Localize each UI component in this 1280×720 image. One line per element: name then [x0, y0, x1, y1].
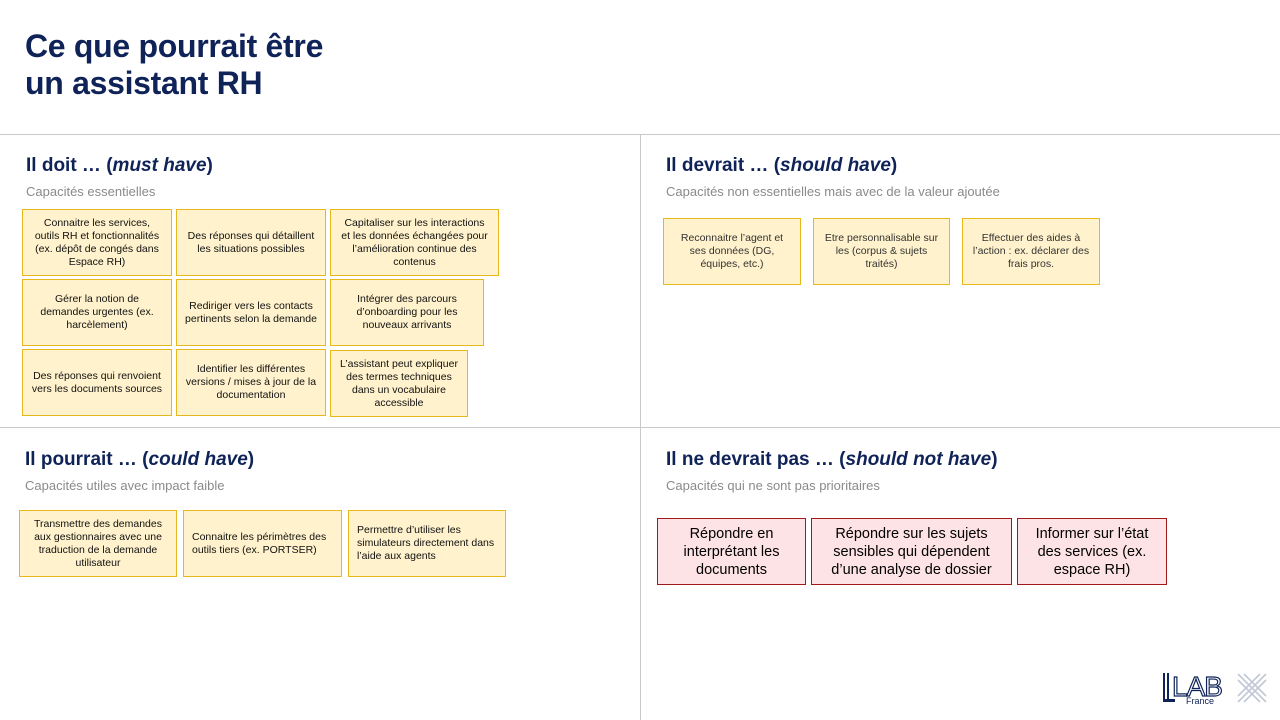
sticky-note: Rediriger vers les contacts pertinents s… — [176, 279, 326, 346]
sticky-note: L’assistant peut expliquer des termes te… — [330, 350, 468, 417]
excluded-capability-card: Répondre en interprétant les documents — [657, 518, 806, 585]
sticky-note: Permettre d’utiliser les simulateurs dir… — [348, 510, 506, 577]
sticky-note: Capitaliser sur les interactions et les … — [330, 209, 499, 276]
sticky-note: Connaitre les services, outils RH et fon… — [22, 209, 172, 276]
sticky-note: Intégrer des parcours d’onboarding pour … — [330, 279, 484, 346]
sticky-note: Effectuer des aides à l’action : ex. déc… — [962, 218, 1100, 285]
divider-vertical — [640, 134, 641, 720]
should-not-have-heading: Il ne devrait pas … (should not have) — [666, 449, 998, 470]
sticky-note: Etre personnalisable sur les (corpus & s… — [813, 218, 950, 285]
could-have-heading: Il pourrait … (could have) — [25, 449, 255, 470]
sticky-note: Identifier les différentes versions / mi… — [176, 349, 326, 416]
title-line-1: Ce que pourrait être — [25, 28, 324, 64]
sticky-note: Des réponses qui renvoient vers les docu… — [22, 349, 172, 416]
sticky-note: Des réponses qui détaillent les situatio… — [176, 209, 326, 276]
should-not-have-subtitle: Capacités qui ne sont pas prioritaires — [666, 478, 880, 493]
logo-lab-text: LAB — [1172, 671, 1222, 702]
should-have-heading: Il devrait … (should have) — [666, 155, 898, 176]
sticky-note: Reconnaitre l’agent et ses données (DG, … — [663, 218, 801, 285]
should-have-subtitle: Capacités non essentielles mais avec de … — [666, 184, 1000, 199]
must-have-heading: Il doit … (must have) — [26, 155, 213, 176]
sticky-note: Gérer la notion de demandes urgentes (ex… — [22, 279, 172, 346]
sticky-note: Transmettre des demandes aux gestionnair… — [19, 510, 177, 577]
hash-pattern-icon — [1237, 673, 1267, 703]
sticky-note: Connaitre les périmètres des outils tier… — [183, 510, 342, 577]
lab-logo-graphic: LAB France — [1163, 670, 1267, 706]
lab-france-logo: LAB France — [1162, 670, 1268, 706]
excluded-capability-card: Informer sur l’état des services (ex. es… — [1017, 518, 1167, 585]
title-line-2: un assistant RH — [25, 65, 263, 101]
could-have-subtitle: Capacités utiles avec impact faible — [25, 478, 225, 493]
must-have-subtitle: Capacités essentielles — [26, 184, 156, 199]
excluded-capability-card: Répondre sur les sujets sensibles qui dé… — [811, 518, 1012, 585]
logo-france-text: France — [1186, 696, 1214, 706]
